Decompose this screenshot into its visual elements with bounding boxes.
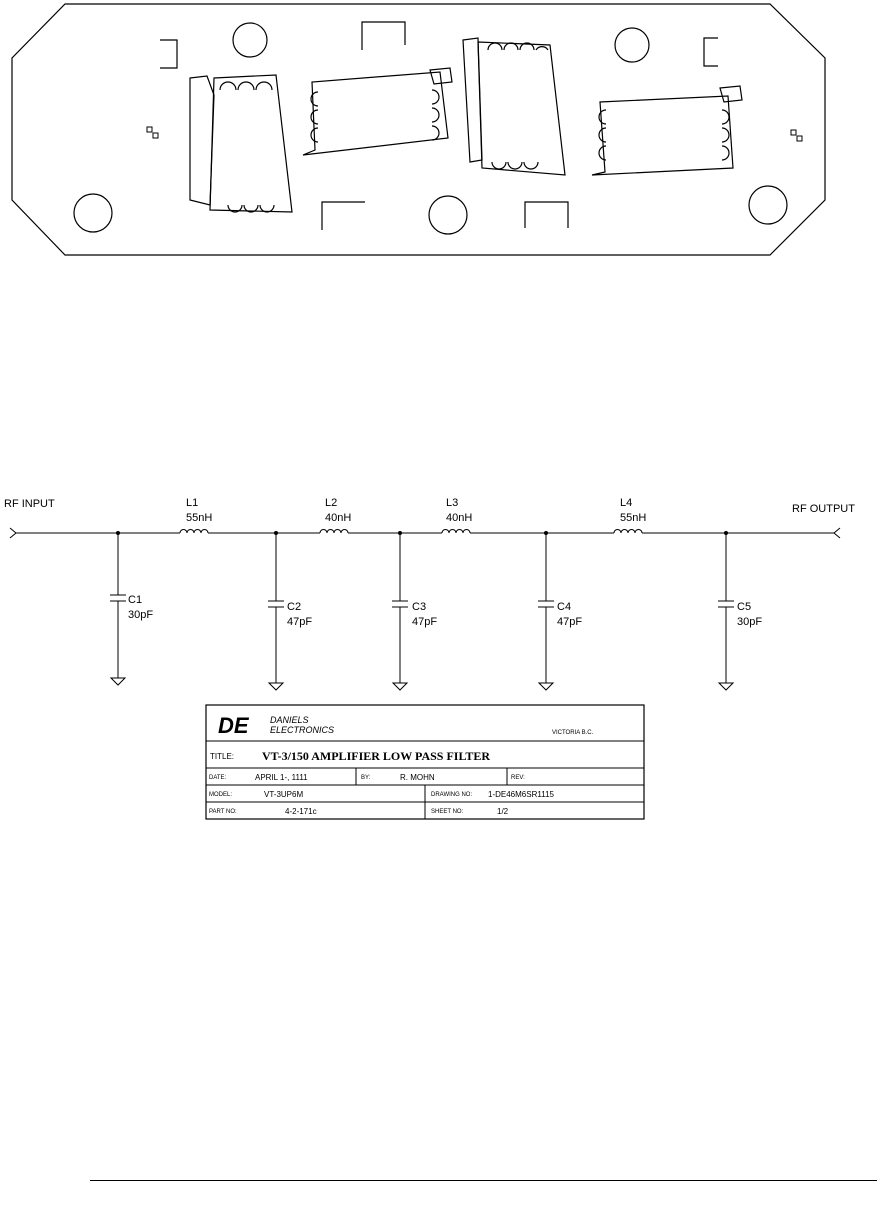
- rev-label: REV:: [511, 775, 525, 781]
- inductor-l2: [320, 530, 348, 534]
- capacitor-ref-c5: C5: [737, 601, 751, 613]
- inductor-ref-l4: L4: [620, 497, 632, 509]
- capacitor-ref-c4: C4: [557, 601, 571, 613]
- capacitor-c3: [392, 532, 408, 691]
- part-no-label: PART NO:: [209, 809, 237, 815]
- capacitor-value-c2: 47pF: [287, 616, 312, 628]
- capacitor-value-c5: 30pF: [737, 616, 762, 628]
- part-no-value: 4-2-171c: [285, 807, 317, 816]
- inductor-value-l3: 40nH: [446, 512, 472, 524]
- capacitor-c1: [110, 532, 126, 686]
- capacitor-ref-c1: C1: [128, 594, 142, 606]
- drawing-title: VT-3/150 AMPLIFIER LOW PASS FILTER: [262, 749, 490, 763]
- capacitor-value-c3: 47pF: [412, 616, 437, 628]
- by-value: R. MOHN: [400, 773, 435, 782]
- capacitor-ref-c2: C2: [287, 601, 301, 613]
- company-name-line1: DANIELS: [270, 715, 309, 725]
- rf-input-label: RF INPUT: [4, 498, 55, 510]
- capacitor-value-c4: 47pF: [557, 616, 582, 628]
- capacitor-c5: [718, 532, 734, 691]
- inductor-value-l4: 55nH: [620, 512, 646, 524]
- inductor-l1: [180, 530, 208, 534]
- sheet-no-value: 1/2: [497, 807, 509, 816]
- inductor-ref-l3: L3: [446, 497, 458, 509]
- capacitor-ref-c3: C3: [412, 601, 426, 613]
- company-logo: DE: [218, 713, 250, 738]
- inductor-l4: [614, 530, 642, 534]
- capacitor-c4: [538, 532, 554, 691]
- schematic-diagram: RF INPUT RF OUTPUT L1 55nH L2 40nH L3 40…: [0, 0, 877, 900]
- company-name-line2: ELECTRONICS: [270, 725, 334, 735]
- inductor-ref-l1: L1: [186, 497, 198, 509]
- sheet-no-label: SHEET NO:: [431, 809, 464, 815]
- date-label: DATE:: [209, 775, 227, 781]
- date-value: APRIL 1-, 1111: [255, 773, 308, 782]
- inductor-value-l1: 55nH: [186, 512, 212, 524]
- model-value: VT-3UP6M: [264, 790, 303, 799]
- capacitor-c2: [268, 532, 284, 691]
- drawing-no-label: DRAWING NO:: [431, 792, 472, 798]
- company-location: VICTORIA B.C.: [552, 730, 594, 736]
- main-signal-line: [10, 528, 840, 538]
- capacitor-value-c1: 30pF: [128, 609, 153, 621]
- rf-output-label: RF OUTPUT: [792, 503, 855, 515]
- title-label: TITLE:: [210, 752, 234, 761]
- model-label: MODEL:: [209, 792, 232, 798]
- inductor-ref-l2: L2: [325, 497, 337, 509]
- drawing-no-value: 1-DE46M6SR1115: [488, 790, 555, 799]
- inductor-l3: [442, 530, 470, 534]
- inductor-value-l2: 40nH: [325, 512, 351, 524]
- by-label: BY:: [361, 775, 371, 781]
- page-footer-rule: [90, 1180, 877, 1181]
